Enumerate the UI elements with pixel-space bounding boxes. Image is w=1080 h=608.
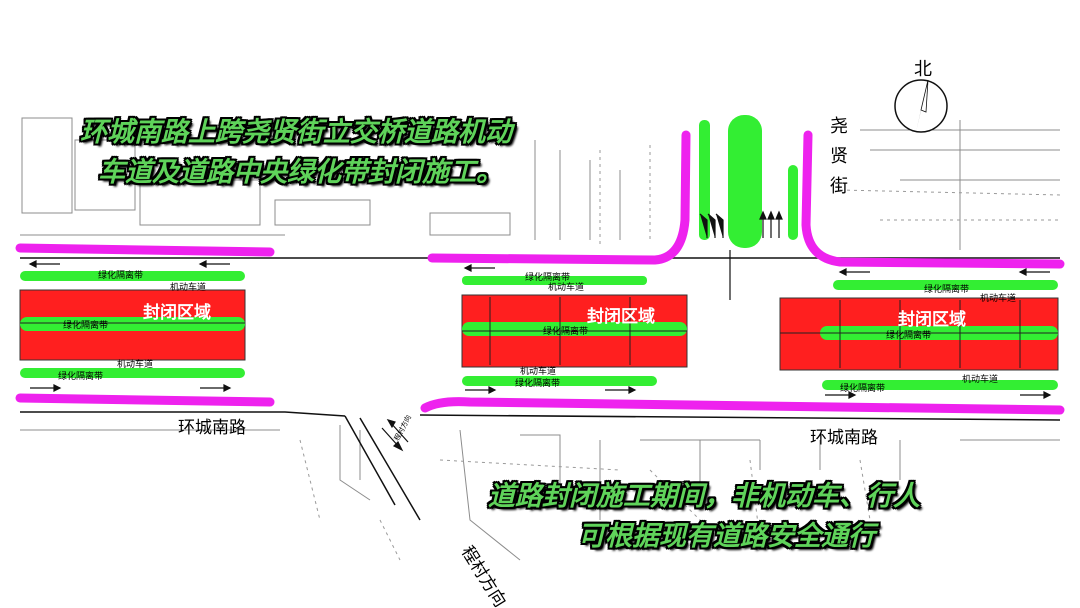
motor-lane-label: 机动车道 — [520, 367, 557, 377]
curb-lines — [15, 130, 1065, 415]
closed-zone-label-east: 封闭区域 — [898, 310, 966, 330]
closed-zone-label-middle: 封闭区域 — [587, 307, 655, 327]
green-belt-label: 绿化隔离带 — [886, 331, 932, 341]
cross-street-label: 尧贤街 — [830, 116, 848, 197]
green-belt-label: 绿化隔离带 — [98, 271, 144, 281]
green-belt-label: 绿化隔离带 — [924, 285, 970, 295]
motor-lane-label: 机动车道 — [962, 375, 999, 385]
motor-lane-label: 机动车道 — [980, 294, 1017, 304]
building-outlines — [20, 117, 1060, 561]
green-belt-label: 绿化隔离带 — [840, 384, 886, 394]
green-belt-label: 绿化隔离带 — [543, 327, 589, 337]
parcel-dashed-lines — [299, 145, 1061, 561]
motor-lane-label: 机动车道 — [548, 283, 585, 293]
motor-lane-label: 机动车道 — [170, 283, 207, 293]
north-arrow-icon — [894, 79, 948, 133]
green-belt-label: 绿化隔离带 — [525, 273, 571, 283]
main-road-label-east: 环城南路 — [810, 428, 878, 448]
green-belts — [20, 115, 1058, 390]
green-belt-label: 绿化隔离带 — [515, 379, 561, 389]
zone-lines — [20, 297, 1058, 368]
headline-top-line-1: 环城南路上跨尧贤街立交桥道路机动 — [80, 117, 512, 148]
headline-top-line-2: 车道及道路中央绿化带封闭施工。 — [98, 157, 503, 188]
closed-zone-label-west: 封闭区域 — [143, 303, 211, 323]
lane-arrows — [28, 210, 1052, 399]
green-belt-label: 绿化隔离带 — [63, 321, 109, 331]
main-road-label-west: 环城南路 — [178, 418, 246, 438]
north-label: 北 — [914, 59, 932, 80]
green-belt-label: 绿化隔离带 — [58, 372, 104, 382]
motor-lane-label: 机动车道 — [117, 360, 154, 370]
headline-bottom-line-1: 道路封闭施工期间，非机动车、行人 — [488, 481, 920, 512]
side-road-arrows — [381, 419, 409, 452]
headline-bottom-line-2: 可根据现有道路安全通行 — [578, 521, 875, 552]
